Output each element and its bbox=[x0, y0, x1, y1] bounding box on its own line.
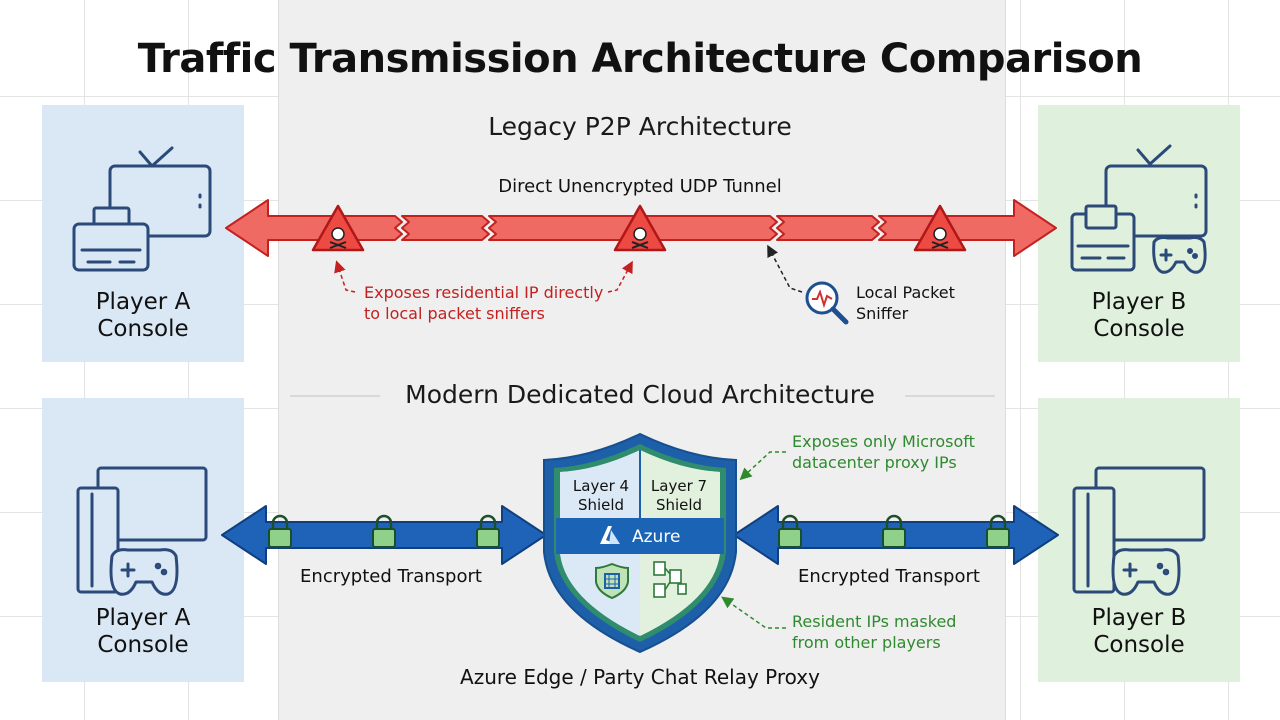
console-tv-icon bbox=[1070, 144, 1208, 272]
proxy-ip-note: Exposes only Microsoft datacenter proxy … bbox=[792, 431, 975, 473]
page-title: Traffic Transmission Architecture Compar… bbox=[137, 36, 1143, 82]
sniffer-callout bbox=[767, 244, 803, 293]
exposure-note: Exposes residential IP directly to local… bbox=[364, 282, 603, 324]
transport-left-label: Encrypted Transport bbox=[300, 566, 482, 587]
modern-player-a-line2: Console bbox=[97, 632, 189, 658]
modern-heading: Modern Dedicated Cloud Architecture bbox=[405, 380, 875, 409]
layer7-shield-label: Layer 7 Shield bbox=[642, 477, 716, 515]
skull-warning-icon bbox=[311, 204, 365, 252]
layer7-line1: Layer 7 bbox=[650, 477, 708, 495]
gamepad-icon bbox=[1111, 548, 1181, 596]
padlock-icon bbox=[882, 514, 906, 548]
legacy-player-a-line1: Player A bbox=[95, 289, 191, 315]
console-monitor-icon bbox=[76, 466, 208, 594]
modern-player-a-line1: Player A bbox=[95, 605, 191, 631]
azure-logo-icon bbox=[600, 526, 620, 544]
azure-label: Azure bbox=[632, 527, 681, 547]
sniffer-line2: Sniffer bbox=[856, 304, 909, 323]
padlock-icon bbox=[372, 514, 396, 548]
proxy-note-line2: datacenter proxy IPs bbox=[792, 453, 957, 472]
modern-player-b-label: Player B Console bbox=[1038, 605, 1240, 659]
console-tv-icon bbox=[72, 146, 212, 272]
legacy-player-a-label: Player A Console bbox=[42, 289, 244, 343]
proxy-ip-callout bbox=[739, 451, 786, 481]
modern-player-a-label: Player A Console bbox=[42, 605, 244, 659]
gamepad-icon bbox=[1152, 236, 1207, 274]
layer4-shield-label: Layer 4 Shield bbox=[564, 477, 638, 515]
masked-note-line2: from other players bbox=[792, 633, 941, 652]
skull-warning-icon bbox=[913, 204, 967, 252]
legacy-player-b-line2: Console bbox=[1093, 316, 1185, 342]
layer4-line2: Shield bbox=[577, 496, 625, 514]
sniffer-line1: Local Packet bbox=[856, 283, 955, 302]
legacy-player-b-label: Player B Console bbox=[1038, 289, 1240, 343]
legacy-player-b-line1: Player B bbox=[1091, 289, 1187, 315]
sniffer-note: Local Packet Sniffer bbox=[856, 282, 955, 324]
masked-ip-callout bbox=[721, 596, 786, 629]
masked-ip-note: Resident IPs masked from other players bbox=[792, 611, 956, 653]
exposure-note-line1: Exposes residential IP directly bbox=[364, 283, 604, 302]
padlock-icon bbox=[268, 514, 292, 548]
skull-warning-icon bbox=[613, 204, 667, 252]
transport-right-label: Encrypted Transport bbox=[798, 566, 980, 587]
layer4-line1: Layer 4 bbox=[572, 477, 630, 495]
chip-shield-icon bbox=[595, 562, 629, 600]
tunnel-label: Direct Unencrypted UDP Tunnel bbox=[498, 176, 782, 197]
legacy-heading: Legacy P2P Architecture bbox=[488, 112, 792, 141]
legacy-player-a-line2: Console bbox=[97, 316, 189, 342]
magnifier-waveform-icon bbox=[805, 281, 849, 325]
layer7-line2: Shield bbox=[655, 496, 703, 514]
console-monitor-icon bbox=[1072, 466, 1206, 594]
document-flow-icon bbox=[653, 561, 687, 598]
modern-player-b-line2: Console bbox=[1093, 632, 1185, 658]
masked-note-line1: Resident IPs masked bbox=[792, 612, 957, 631]
padlock-icon bbox=[476, 514, 500, 548]
exposure-note-line2: to local packet sniffers bbox=[364, 304, 545, 323]
exposure-callout-left bbox=[334, 260, 356, 293]
gamepad-icon bbox=[109, 548, 179, 596]
modern-player-b-line1: Player B bbox=[1091, 605, 1187, 631]
exposure-callout-right bbox=[607, 260, 633, 293]
proxy-note-line1: Exposes only Microsoft bbox=[792, 432, 975, 451]
padlock-icon bbox=[778, 514, 802, 548]
relay-caption: Azure Edge / Party Chat Relay Proxy bbox=[460, 665, 820, 689]
padlock-icon bbox=[986, 514, 1010, 548]
